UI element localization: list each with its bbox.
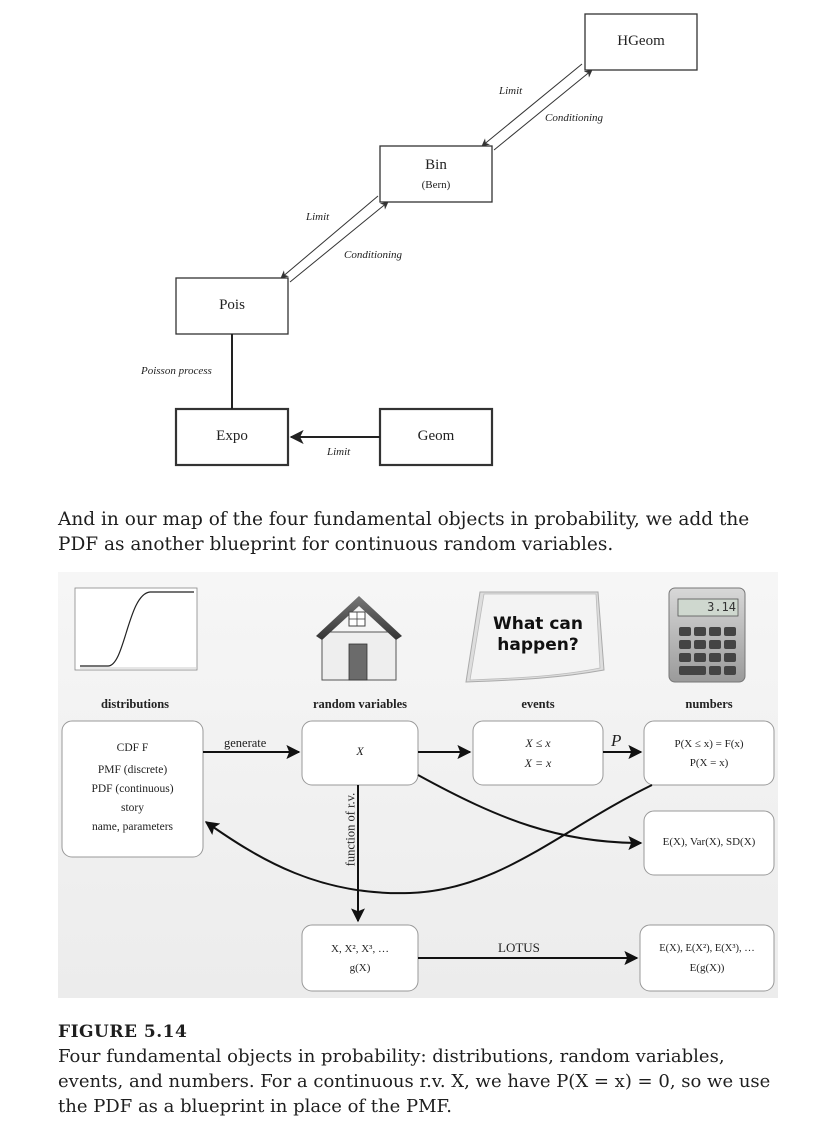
arrow-bin-to-hgeom bbox=[493, 69, 593, 151]
node-bin-label: Bin bbox=[425, 157, 447, 173]
moments-label: E(X), Var(X), SD(X) bbox=[662, 836, 756, 848]
edge-p: P bbox=[611, 731, 622, 750]
dist-line-story: story bbox=[121, 802, 144, 814]
edge-label-poisson-process: Poisson process bbox=[141, 365, 212, 377]
figure-caption: Four fundamental objects in probability:… bbox=[58, 1046, 771, 1117]
dist-line-cdf: CDF F bbox=[116, 742, 149, 754]
func-g: g(X) bbox=[349, 962, 371, 974]
node-geom bbox=[378, 407, 494, 467]
header-random-variables: random variables bbox=[312, 697, 408, 711]
func-powers: X, X², X³, … bbox=[331, 943, 389, 955]
number-pmf: P(X = x) bbox=[689, 757, 729, 769]
figure-title: FIGURE 5.14 bbox=[58, 1022, 188, 1042]
node-bin-sublabel: (Bern) bbox=[421, 179, 451, 191]
body-paragraph: And in our map of the four fundamental o… bbox=[58, 509, 750, 555]
edge-label-limit: Limit bbox=[499, 85, 523, 97]
arrow-hgeom-to-bin bbox=[481, 63, 583, 147]
node-pois-label: Pois bbox=[219, 297, 245, 313]
node-expo-label: Expo bbox=[216, 428, 248, 444]
node-geom-label: Geom bbox=[417, 428, 455, 444]
event-eq: X = x bbox=[524, 756, 552, 770]
node-pois bbox=[175, 277, 289, 335]
node-hgeom bbox=[584, 13, 698, 71]
edge-function-of-rv: function of r.v. bbox=[343, 792, 358, 867]
event-le: X ≤ x bbox=[525, 736, 551, 750]
edge-label-conditioning: Conditioning bbox=[545, 112, 604, 124]
dist-line-name: name, parameters bbox=[91, 821, 174, 833]
edge-lotus: LOTUS bbox=[498, 940, 540, 955]
edge-label-limit: Limit bbox=[327, 446, 351, 458]
lotus-g: E(g(X)) bbox=[689, 962, 725, 974]
arrow-bin-to-pois bbox=[280, 195, 379, 279]
node-bin bbox=[379, 145, 493, 203]
rv-label: X bbox=[356, 744, 364, 758]
edge-generate: generate bbox=[224, 736, 267, 750]
header-numbers: numbers bbox=[685, 697, 733, 711]
calculator-display: 3.14 bbox=[707, 600, 736, 614]
header-events: events bbox=[521, 697, 555, 711]
dist-line-pdf: PDF (continuous) bbox=[91, 783, 174, 795]
dist-line-pmf: PMF (discrete) bbox=[97, 764, 168, 776]
node-expo bbox=[174, 407, 290, 467]
note-text: What can happen? bbox=[492, 614, 584, 655]
number-cdf: P(X ≤ x) = F(x) bbox=[674, 738, 744, 750]
lotus-moments: E(X), E(X²), E(X³), … bbox=[659, 943, 755, 954]
header-distributions: distributions bbox=[100, 697, 170, 711]
arrow-pois-to-bin bbox=[289, 201, 389, 283]
edge-label-conditioning: Conditioning bbox=[344, 249, 403, 261]
edge-label-limit: Limit bbox=[306, 211, 330, 223]
node-hgeom-label: HGeom bbox=[617, 33, 665, 49]
